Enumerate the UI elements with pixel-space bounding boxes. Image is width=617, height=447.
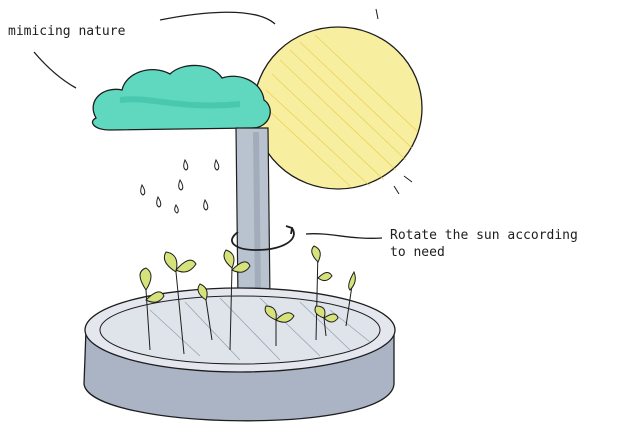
annotation-leader-top (160, 12, 275, 24)
annotation-leader-top-left (34, 52, 76, 88)
cloud-icon (92, 65, 270, 130)
annotation-rotate-line1: Rotate the sun according (390, 227, 578, 244)
annotation-leader-right (306, 234, 382, 239)
pole (236, 128, 270, 300)
annotation-rotate-sun: Rotate the sun according to need (390, 227, 578, 261)
annotation-mimicing-nature: mimicing nature (8, 23, 125, 40)
annotation-rotate-line2: to need (390, 244, 578, 261)
rain-drops-icon (141, 160, 219, 213)
sun-icon (254, 9, 422, 194)
